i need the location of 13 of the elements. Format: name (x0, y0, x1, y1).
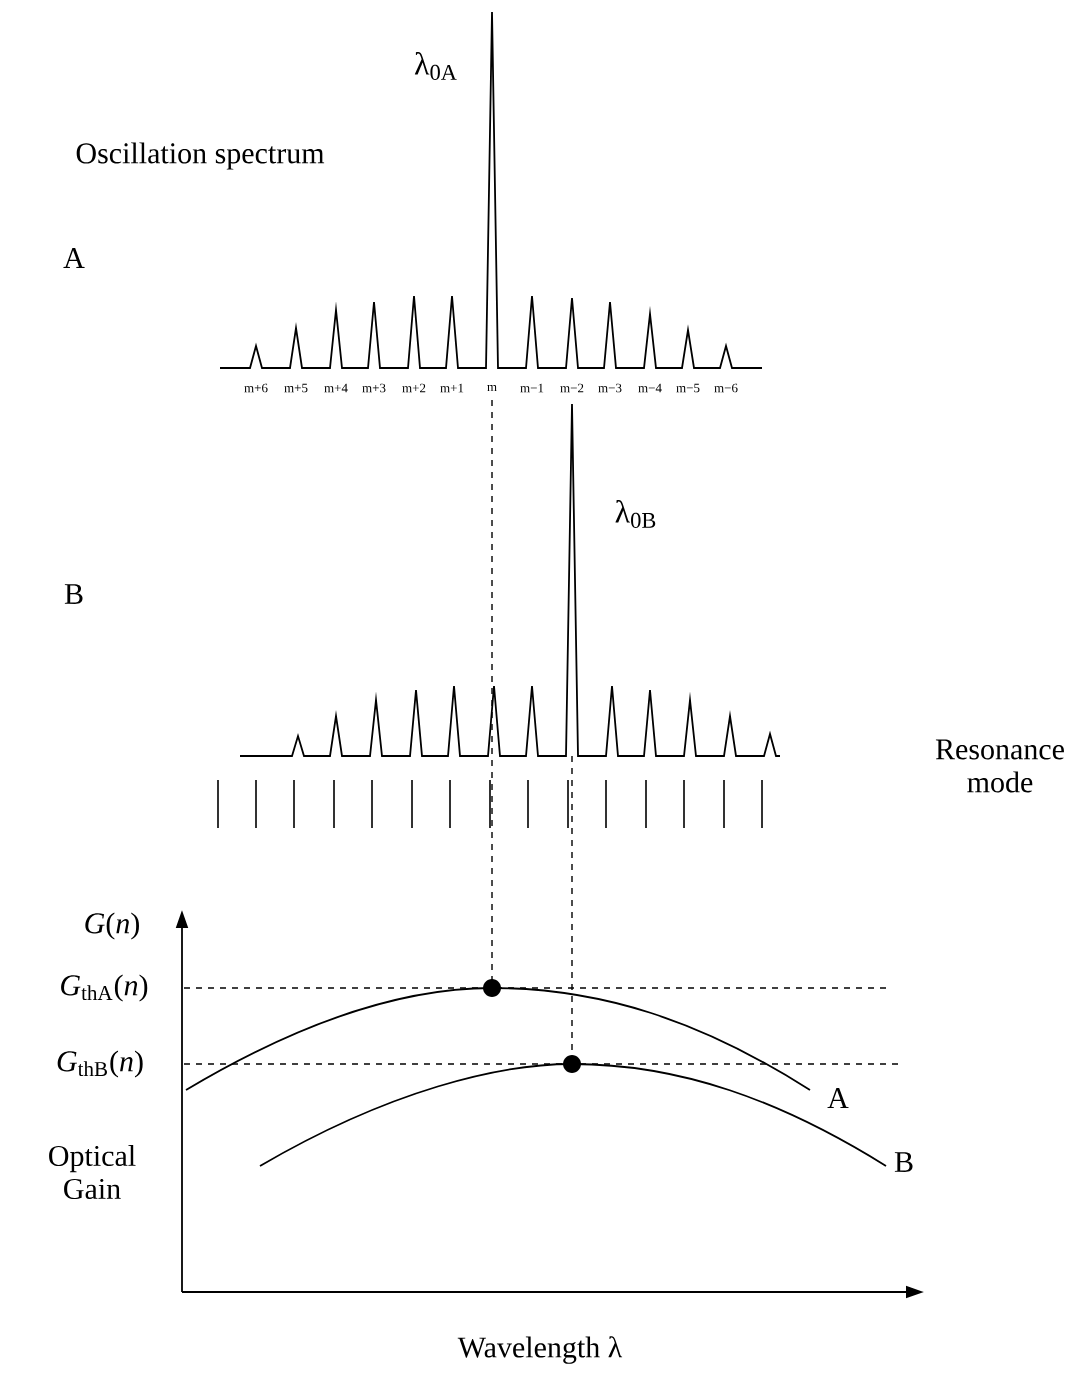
title-text: Oscillation spectrum (76, 142, 325, 170)
axis-label: Optical Gain (49, 1144, 136, 1200)
threshold-label: G$_{thA}$(n) (61, 974, 148, 1002)
threshold-label: G$_{thB}$(n) (57, 1050, 143, 1078)
axis-label: Wavelength λ (457, 1336, 623, 1364)
curve-label: A (827, 1088, 849, 1108)
axis-label: G(n) (85, 912, 139, 940)
spectrum-label: B (64, 584, 83, 604)
peak-label: λ$_{0B}$ (615, 500, 656, 528)
axis-label: Resonance mode (935, 739, 1064, 793)
peak-label: λ$_{0A}$ (414, 52, 457, 80)
curve-label: B (894, 1152, 913, 1172)
spectrum-label: A (63, 248, 85, 268)
